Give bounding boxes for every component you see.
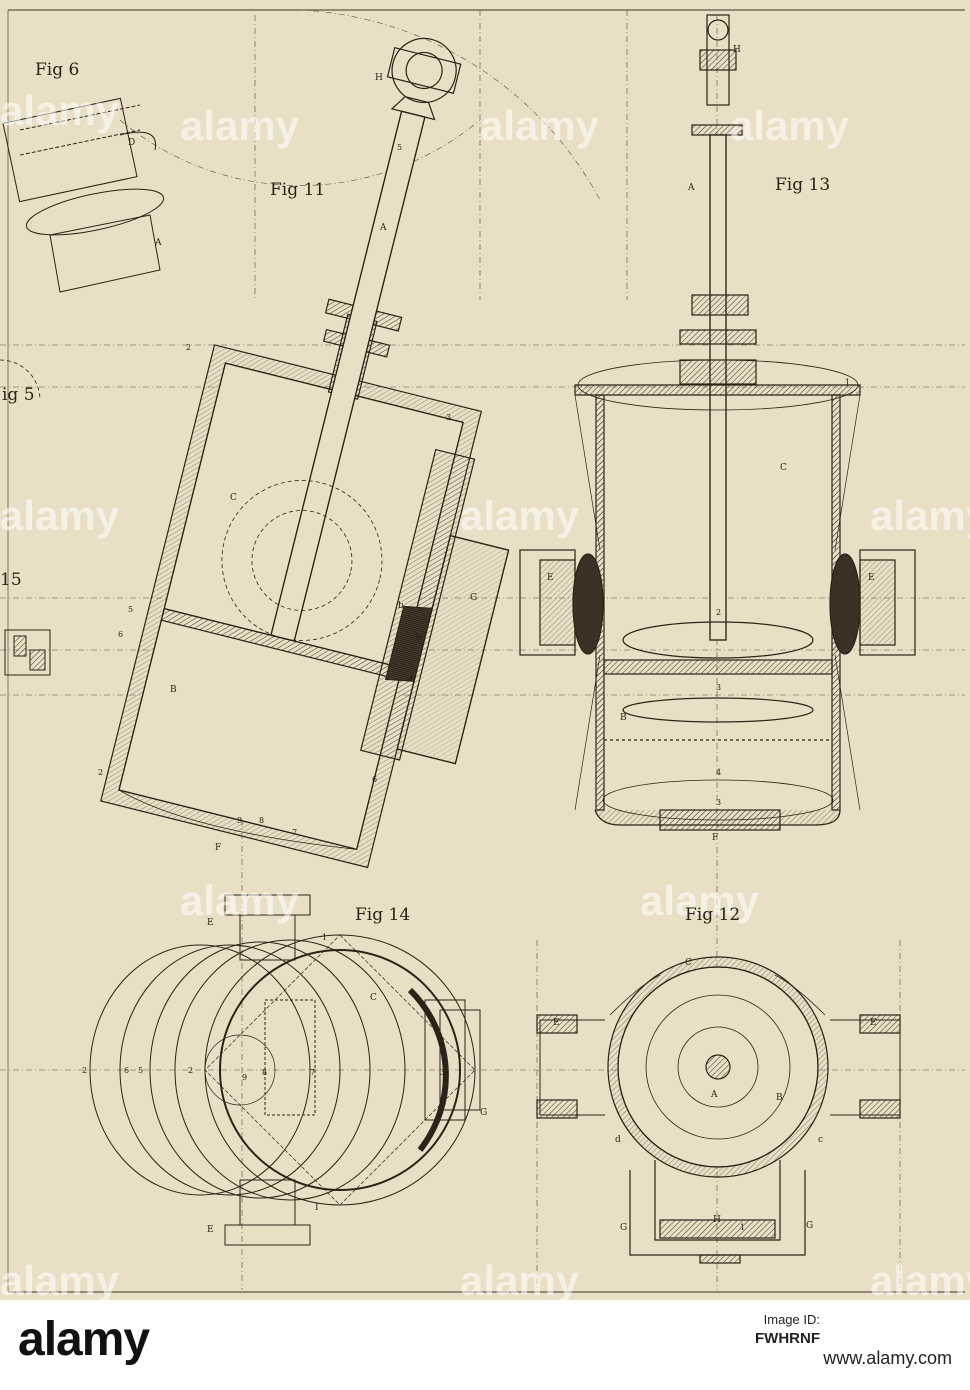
alamy-logo: alamy: [18, 1313, 150, 1366]
part-label-b13: B: [620, 713, 627, 723]
svg-text:alamy: alamy: [180, 877, 300, 924]
fig12-drawing: [536, 956, 901, 1264]
part-label-e14-bottom: E: [207, 1225, 214, 1235]
part-label-b-lower: b: [398, 601, 404, 611]
callout-2-fig14: 2: [82, 1066, 87, 1075]
fig5-fragment: [0, 359, 41, 401]
part-label-b11: B: [170, 685, 177, 695]
part-label-e13-left: E: [547, 573, 554, 583]
callout-5-rod: 5: [397, 143, 402, 152]
part-label-e14-top: E: [207, 918, 214, 928]
alamy-footer: alamy Image ID: FWHRNF www.alamy.com: [0, 1300, 970, 1390]
callout-3-fig14: 3: [440, 1068, 445, 1077]
part-label-c14: C: [370, 993, 377, 1003]
part-label-h12: H: [713, 1215, 721, 1225]
fig12-label: Fig 12: [685, 905, 740, 925]
fig14-label: Fig 14: [355, 905, 410, 925]
part-label-a6: A: [154, 238, 162, 248]
part-label-g11: G: [470, 593, 477, 603]
svg-text:alamy: alamy: [640, 877, 760, 924]
fig13-label: Fig 13: [775, 175, 830, 195]
part-label-e13-right: E: [868, 573, 875, 583]
callout-2-rod13: 2: [716, 608, 721, 617]
part-label-c13: C: [780, 463, 787, 473]
site-url[interactable]: www.alamy.com: [823, 1348, 952, 1368]
fig6-label: Fig 6: [35, 60, 79, 80]
callout-3-piston: 3: [716, 683, 721, 692]
callout-9: 9: [237, 816, 242, 825]
callout-2-bottom: 2: [98, 768, 103, 777]
part-label-i14: I: [315, 1203, 319, 1213]
svg-text:alamy: alamy: [0, 1257, 120, 1300]
part-label-a13: A: [687, 183, 695, 193]
callout-4-piston: 4: [716, 768, 721, 777]
part-label-g12-right: G: [806, 1221, 813, 1231]
part-label-h11b: H: [415, 633, 423, 643]
fig11-label: Fig 11: [270, 180, 325, 200]
callout-8: 8: [259, 816, 264, 825]
technical-drawing: alamy alamy alamy alamy alamy alamy alam…: [0, 9, 970, 1300]
part-label-e12-right: E: [870, 1018, 877, 1028]
fig6-drawing: [2, 97, 165, 293]
callout-2-top: 2: [186, 343, 191, 352]
part-label-g12-left: G: [620, 1223, 627, 1233]
image-id-label: Image ID:: [763, 1312, 820, 1327]
part-label-d12: d: [615, 1135, 621, 1145]
part-label-e12-left: E: [553, 1018, 560, 1028]
part-label-h13: H: [733, 45, 741, 55]
part-label-c11: C: [230, 493, 237, 503]
callout-1-fig12: 1: [740, 1223, 745, 1232]
callout-5-left: 5: [128, 605, 133, 614]
callout-1-fig14: 1: [322, 933, 327, 942]
svg-text:alamy: alamy: [180, 102, 300, 149]
svg-text:alamy: alamy: [460, 1257, 580, 1300]
part-label-h11: H: [375, 73, 383, 83]
part-label-c12: C: [685, 958, 692, 968]
fig15-fragment: [4, 629, 51, 676]
callout-5-fig14: 5: [138, 1066, 143, 1075]
svg-text:alamy: alamy: [870, 492, 970, 539]
callout-2b-fig14: 2: [188, 1066, 193, 1075]
engineering-plate: alamy alamy alamy alamy alamy alamy alam…: [0, 9, 970, 1300]
callout-8-fig14: 8: [262, 1068, 267, 1077]
part-label-a-lower: a: [408, 673, 414, 683]
image-id-value: FWHRNF: [755, 1330, 820, 1347]
part-label-b12: B: [776, 1093, 783, 1103]
callout-1-flange: 1: [845, 378, 850, 387]
part-label-d6: D: [128, 138, 135, 148]
svg-text:alamy: alamy: [730, 102, 850, 149]
svg-text:alamy: alamy: [480, 102, 600, 149]
part-label-a11: A: [379, 223, 387, 233]
part-label-g14: G: [480, 1108, 487, 1118]
svg-text:alamy: alamy: [0, 87, 120, 134]
fig5-label: ig 5: [2, 385, 35, 405]
part-label-a12: A: [710, 1090, 718, 1100]
callout-7-fig14: 7: [310, 1068, 315, 1077]
alamy-watermark: alamy alamy alamy alamy alamy alamy alam…: [0, 87, 970, 1300]
part-label-f11: F: [215, 843, 221, 853]
fig13-drawing: [519, 14, 916, 831]
callout-6-left: 6: [118, 630, 123, 639]
svg-text:alamy: alamy: [460, 492, 580, 539]
callout-6-bottom: 6: [372, 775, 377, 784]
callout-6-fig14: 6: [124, 1066, 129, 1075]
part-label-f13: F: [712, 833, 718, 843]
callout-3-base: 3: [716, 798, 721, 807]
svg-text:alamy: alamy: [870, 1257, 970, 1300]
part-label-c12-lower: c: [818, 1135, 823, 1145]
callout-7: 7: [292, 828, 297, 837]
callout-9-fig14: 9: [242, 1073, 247, 1082]
fig14-drawing: [89, 894, 481, 1246]
callout-3-side: 3: [446, 413, 451, 422]
fig11-drawing: [100, 37, 510, 869]
fig15-label: 15: [0, 570, 22, 590]
svg-text:alamy: alamy: [0, 492, 120, 539]
